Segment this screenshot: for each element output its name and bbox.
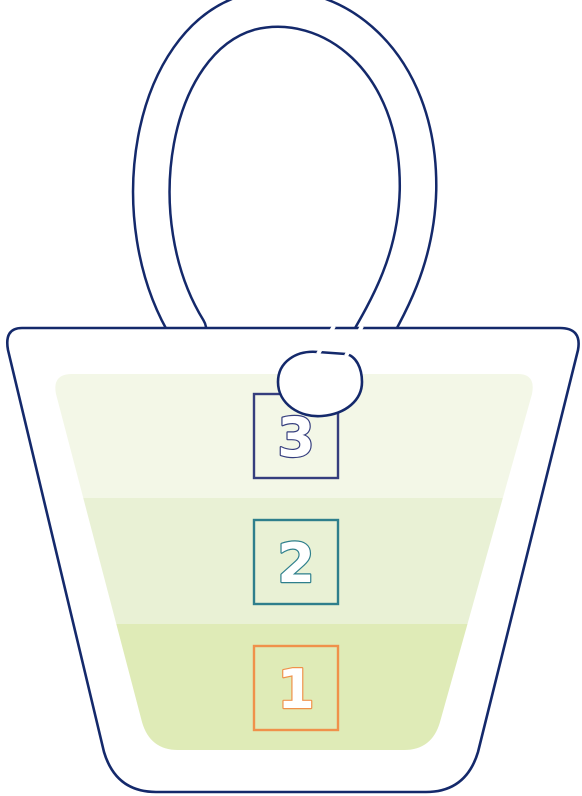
knot-shape <box>276 350 364 418</box>
tier-2-marker: 2 <box>252 518 340 606</box>
tier-2-box <box>252 518 340 606</box>
loop-handle-icon <box>131 0 438 390</box>
knot-tail <box>316 325 364 357</box>
tier-1-box <box>252 644 340 732</box>
tier-1-marker: 1 <box>252 644 340 732</box>
handle-inner <box>134 0 436 387</box>
handle-knot-icon <box>276 325 364 418</box>
tier-1-label: 1 <box>277 658 315 721</box>
tier-2-label: 2 <box>277 532 315 595</box>
